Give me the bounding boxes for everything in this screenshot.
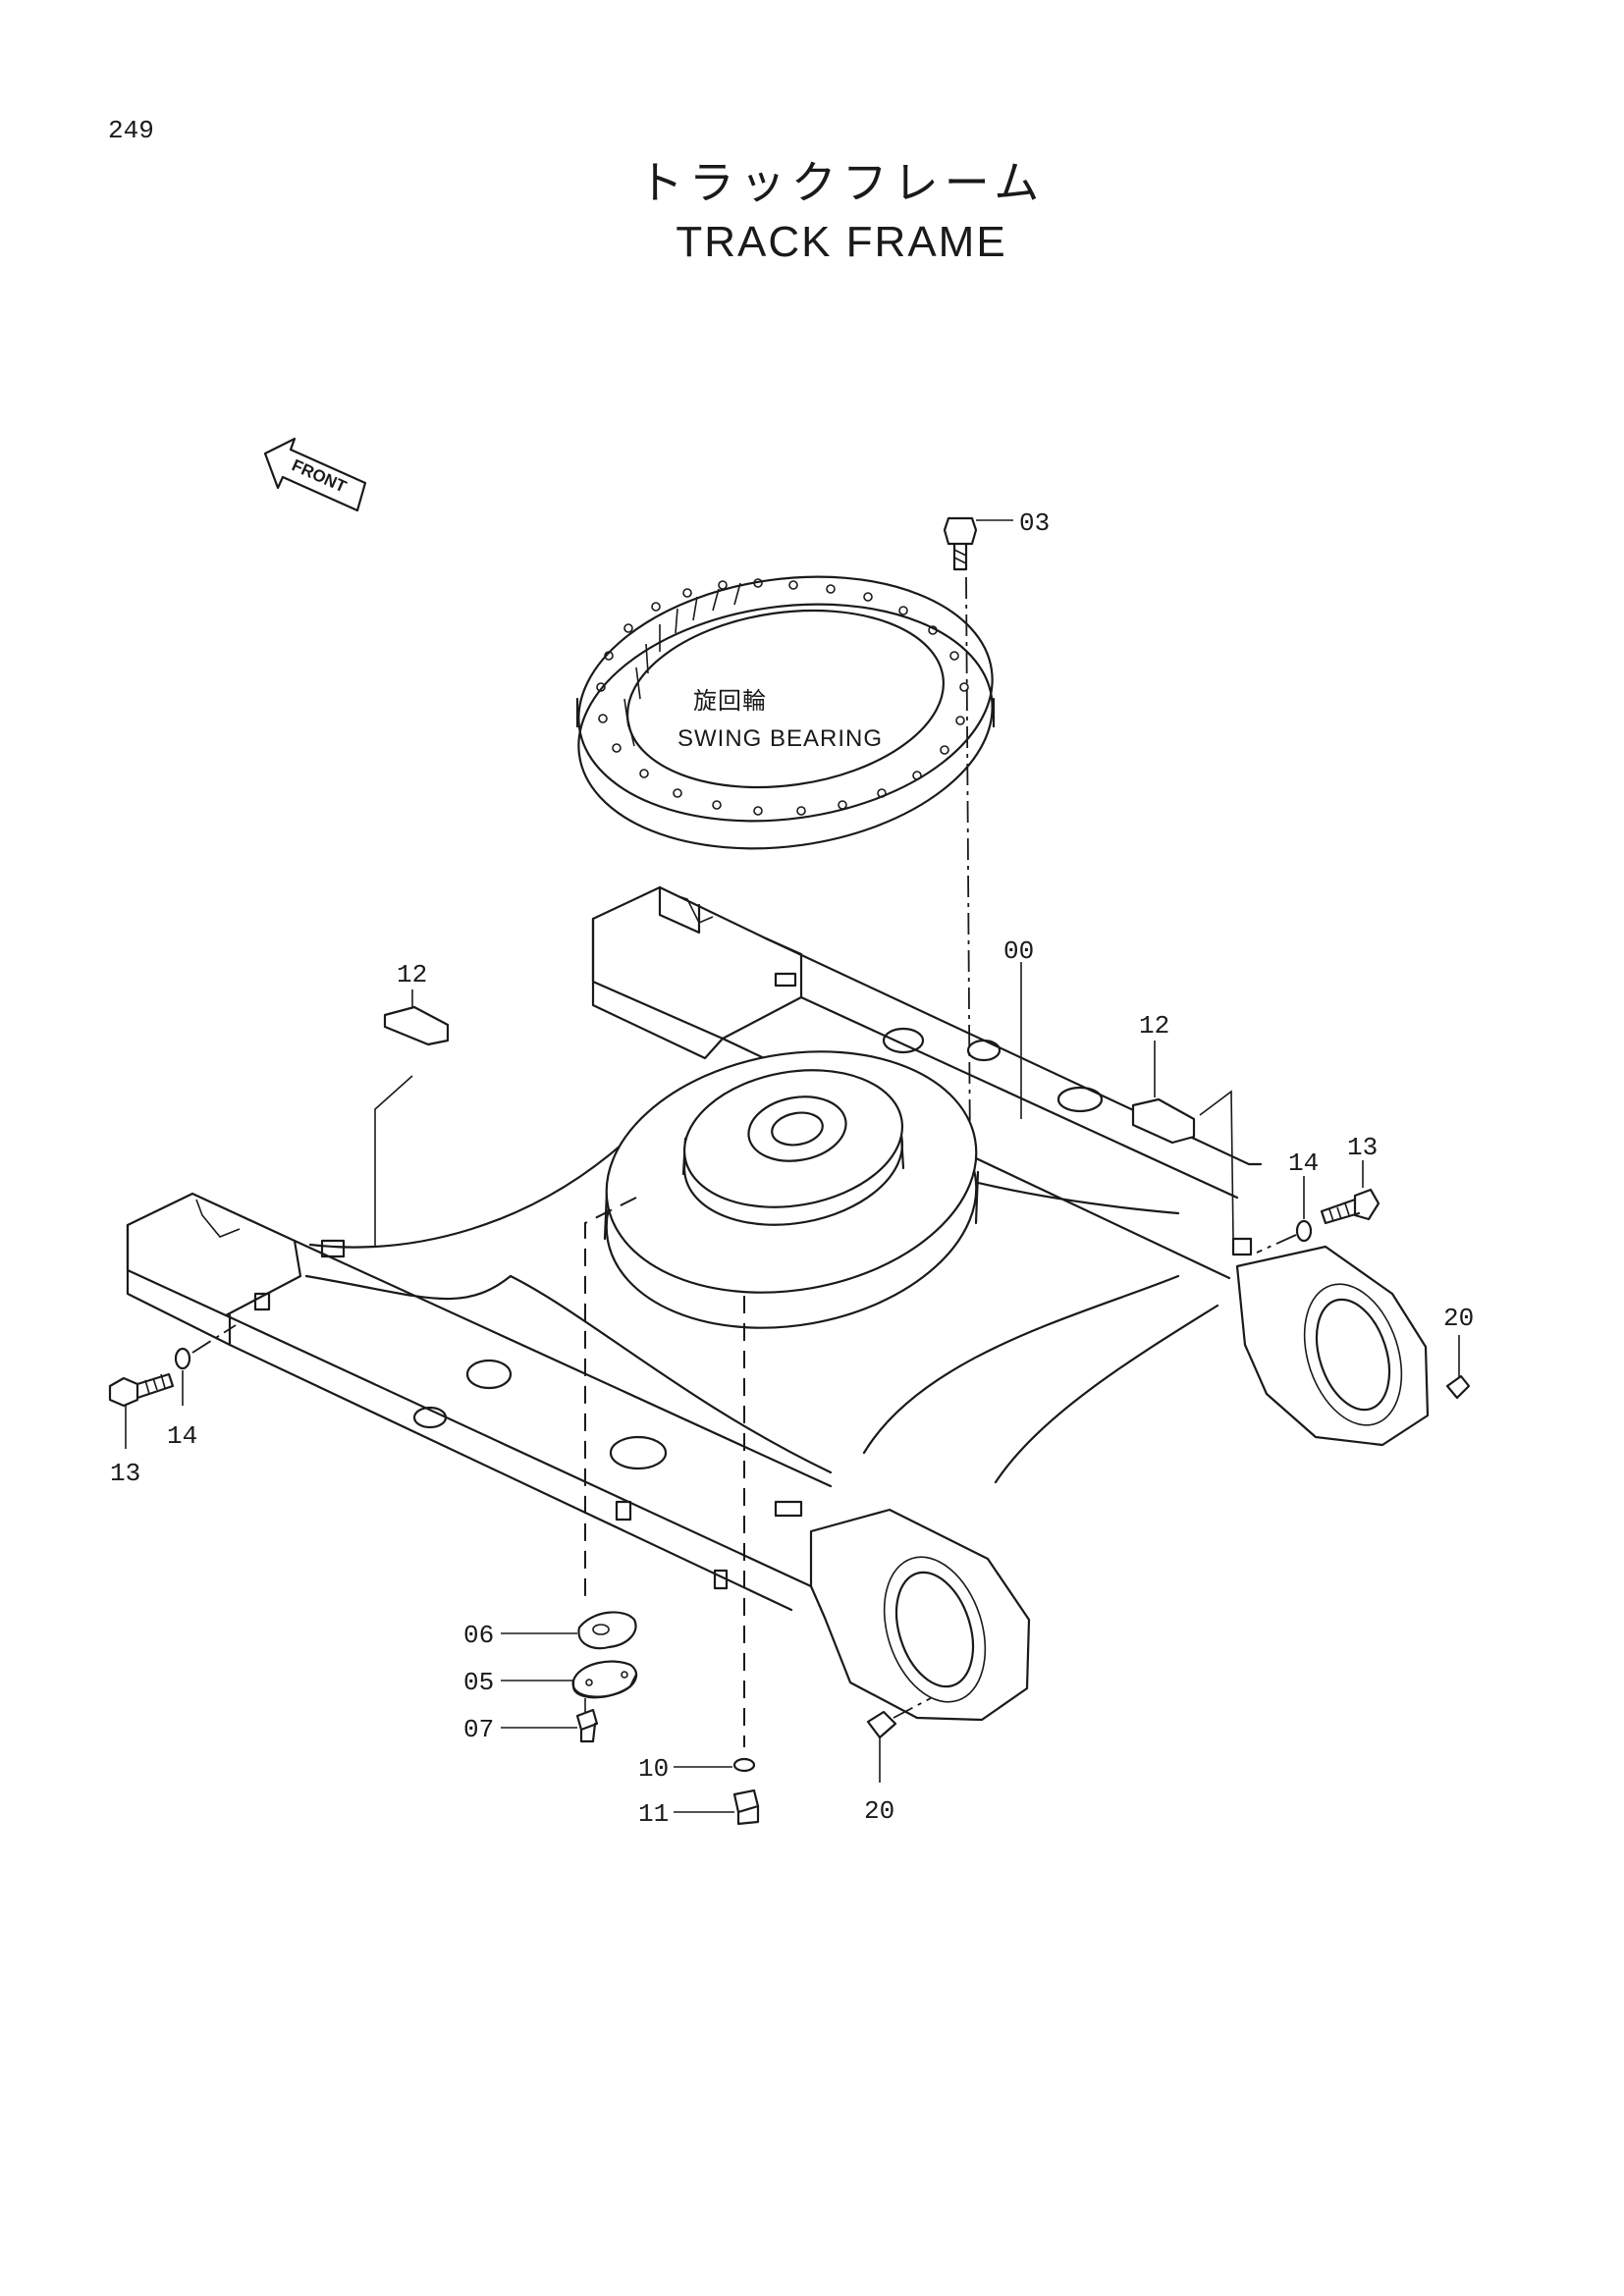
plug-20-left (866, 1697, 932, 1783)
callout-14-left: 14 (167, 1421, 197, 1451)
callout-11: 11 (638, 1799, 669, 1829)
callout-12-right: 12 (1139, 1011, 1169, 1041)
plug-11 (732, 1789, 760, 1826)
plate-05 (571, 1660, 638, 1699)
page-number: 249 (108, 116, 154, 145)
swing-bearing: 旋回輪 SWING BEARING (575, 575, 996, 850)
callout-00: 00 (1003, 936, 1034, 966)
callout-20-left: 20 (864, 1796, 894, 1826)
bracket-12-right (1131, 1041, 1234, 1240)
callout-20-right: 20 (1443, 1304, 1474, 1333)
title-block: トラックフレーム TRACK FRAME (0, 147, 1624, 267)
swing-bearing-label-en: SWING BEARING (677, 725, 883, 752)
callout-07: 07 (463, 1715, 494, 1744)
leader-lines (501, 962, 1022, 1813)
swing-bearing-label-jp: 旋回輪 (693, 688, 767, 715)
callout-05: 05 (463, 1668, 494, 1697)
bolt-13-left (108, 1324, 237, 1449)
callout-03: 03 (1019, 508, 1050, 538)
bolt-07 (575, 1698, 599, 1743)
callout-labels: 03 00 12 12 13 14 13 14 20 20 06 05 07 1… (110, 508, 1474, 1829)
page-title-english: TRACK FRAME (676, 218, 1007, 266)
bolt-13-right (1256, 1160, 1380, 1254)
front-arrow-icon (263, 437, 367, 512)
washer-10 (732, 1757, 756, 1773)
cover-06 (577, 1611, 637, 1650)
track-frame-body (126, 885, 1430, 1722)
callout-06: 06 (463, 1621, 494, 1650)
bearing-bolt-holes (596, 578, 969, 816)
bracket-12-left (374, 989, 450, 1247)
callout-10: 10 (638, 1754, 669, 1784)
callout-12-left: 12 (397, 960, 427, 989)
page-title-japanese: トラックフレーム (637, 156, 1046, 209)
bolt-03 (943, 516, 1013, 1159)
callout-13-left: 13 (110, 1459, 140, 1488)
callout-14-right: 14 (1288, 1148, 1319, 1178)
plug-20-right (1445, 1335, 1471, 1400)
callout-13-right: 13 (1347, 1133, 1378, 1162)
front-arrow: FRONT (263, 437, 367, 512)
